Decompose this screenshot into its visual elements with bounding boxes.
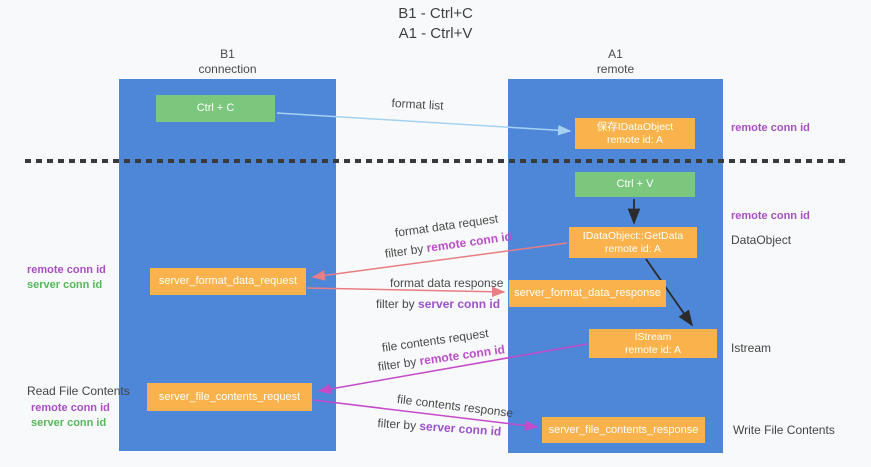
session-divider-dashed-line	[25, 159, 846, 163]
istream-box: IStream remote id: A	[589, 329, 717, 358]
column-b1-name: B1	[220, 47, 235, 61]
server-conn-id-highlight: server conn id	[418, 297, 501, 311]
format-data-response-filter-label: filter by server conn id	[376, 297, 500, 311]
read-file-contents-label: Read File Contents	[27, 384, 130, 398]
file-contents-request-arrow	[317, 343, 588, 395]
istream-label: Istream	[731, 341, 772, 355]
left-remote-conn-id-label: remote conn id	[27, 264, 106, 276]
filter-by-text: filter by	[377, 416, 420, 433]
file-contents-response-arrow	[312, 399, 539, 431]
column-b1-subtitle: connection	[198, 62, 257, 76]
idataobject-getdata-box: IDataObject::GetData remote id: A	[569, 227, 697, 258]
save-idataobject-box: 保存IDataObject remote id: A	[575, 118, 695, 149]
format-data-response-label: format data response	[390, 276, 504, 290]
left-server-conn-id-label: server conn id	[27, 279, 103, 291]
column-a1-subtitle: remote	[596, 62, 635, 76]
getdata-line1: IDataObject::GetData	[582, 229, 684, 242]
istream-line2: remote id: A	[624, 343, 682, 356]
left-server-conn-id-label-2: server conn id	[31, 417, 107, 429]
istream-line1: IStream	[634, 330, 672, 343]
write-file-contents-label: Write File Contents	[733, 423, 835, 437]
title-line-1: B1 - Ctrl+C	[398, 5, 473, 22]
format-data-response-arrow	[306, 286, 506, 298]
left-remote-conn-id-label-2: remote conn id	[31, 402, 110, 414]
format-data-request-arrow	[311, 242, 568, 281]
server-format-data-response-box: server_format_data_response	[509, 280, 666, 307]
right-remote-conn-id-label-top: remote conn id	[731, 122, 810, 134]
server-file-contents-response-box: server_file_contents_response	[542, 417, 705, 443]
server-format-data-request-box: server_format_data_request	[150, 268, 306, 295]
save-idataobject-line1: 保存IDataObject	[596, 120, 674, 133]
server-file-contents-request-box: server_file_contents_request	[147, 383, 312, 411]
diagram-title: B1 - Ctrl+C A1 - Ctrl+V	[0, 4, 871, 44]
getdata-to-istream-arrow	[645, 258, 694, 327]
ctrl-v-box: Ctrl + V	[575, 172, 695, 197]
right-remote-conn-id-label-mid: remote conn id	[731, 210, 810, 222]
column-header-b1: B1 connection	[119, 47, 336, 77]
left-conn-id-labels-2: remote conn id server conn id	[31, 401, 110, 431]
save-idataobject-line2: remote id: A	[606, 133, 664, 146]
title-line-2: A1 - Ctrl+V	[398, 25, 473, 42]
column-a1-name: A1	[608, 47, 623, 61]
dataobject-label: DataObject	[731, 233, 792, 247]
filter-by-text: filter by	[376, 297, 419, 311]
format-list-label: format list	[391, 96, 444, 113]
column-header-a1: A1 remote	[508, 47, 723, 77]
ctrl-c-box: Ctrl + C	[156, 95, 275, 122]
left-conn-id-labels: remote conn id server conn id	[27, 263, 106, 293]
getdata-line2: remote id: A	[604, 242, 662, 255]
format-list-arrow	[276, 112, 572, 136]
